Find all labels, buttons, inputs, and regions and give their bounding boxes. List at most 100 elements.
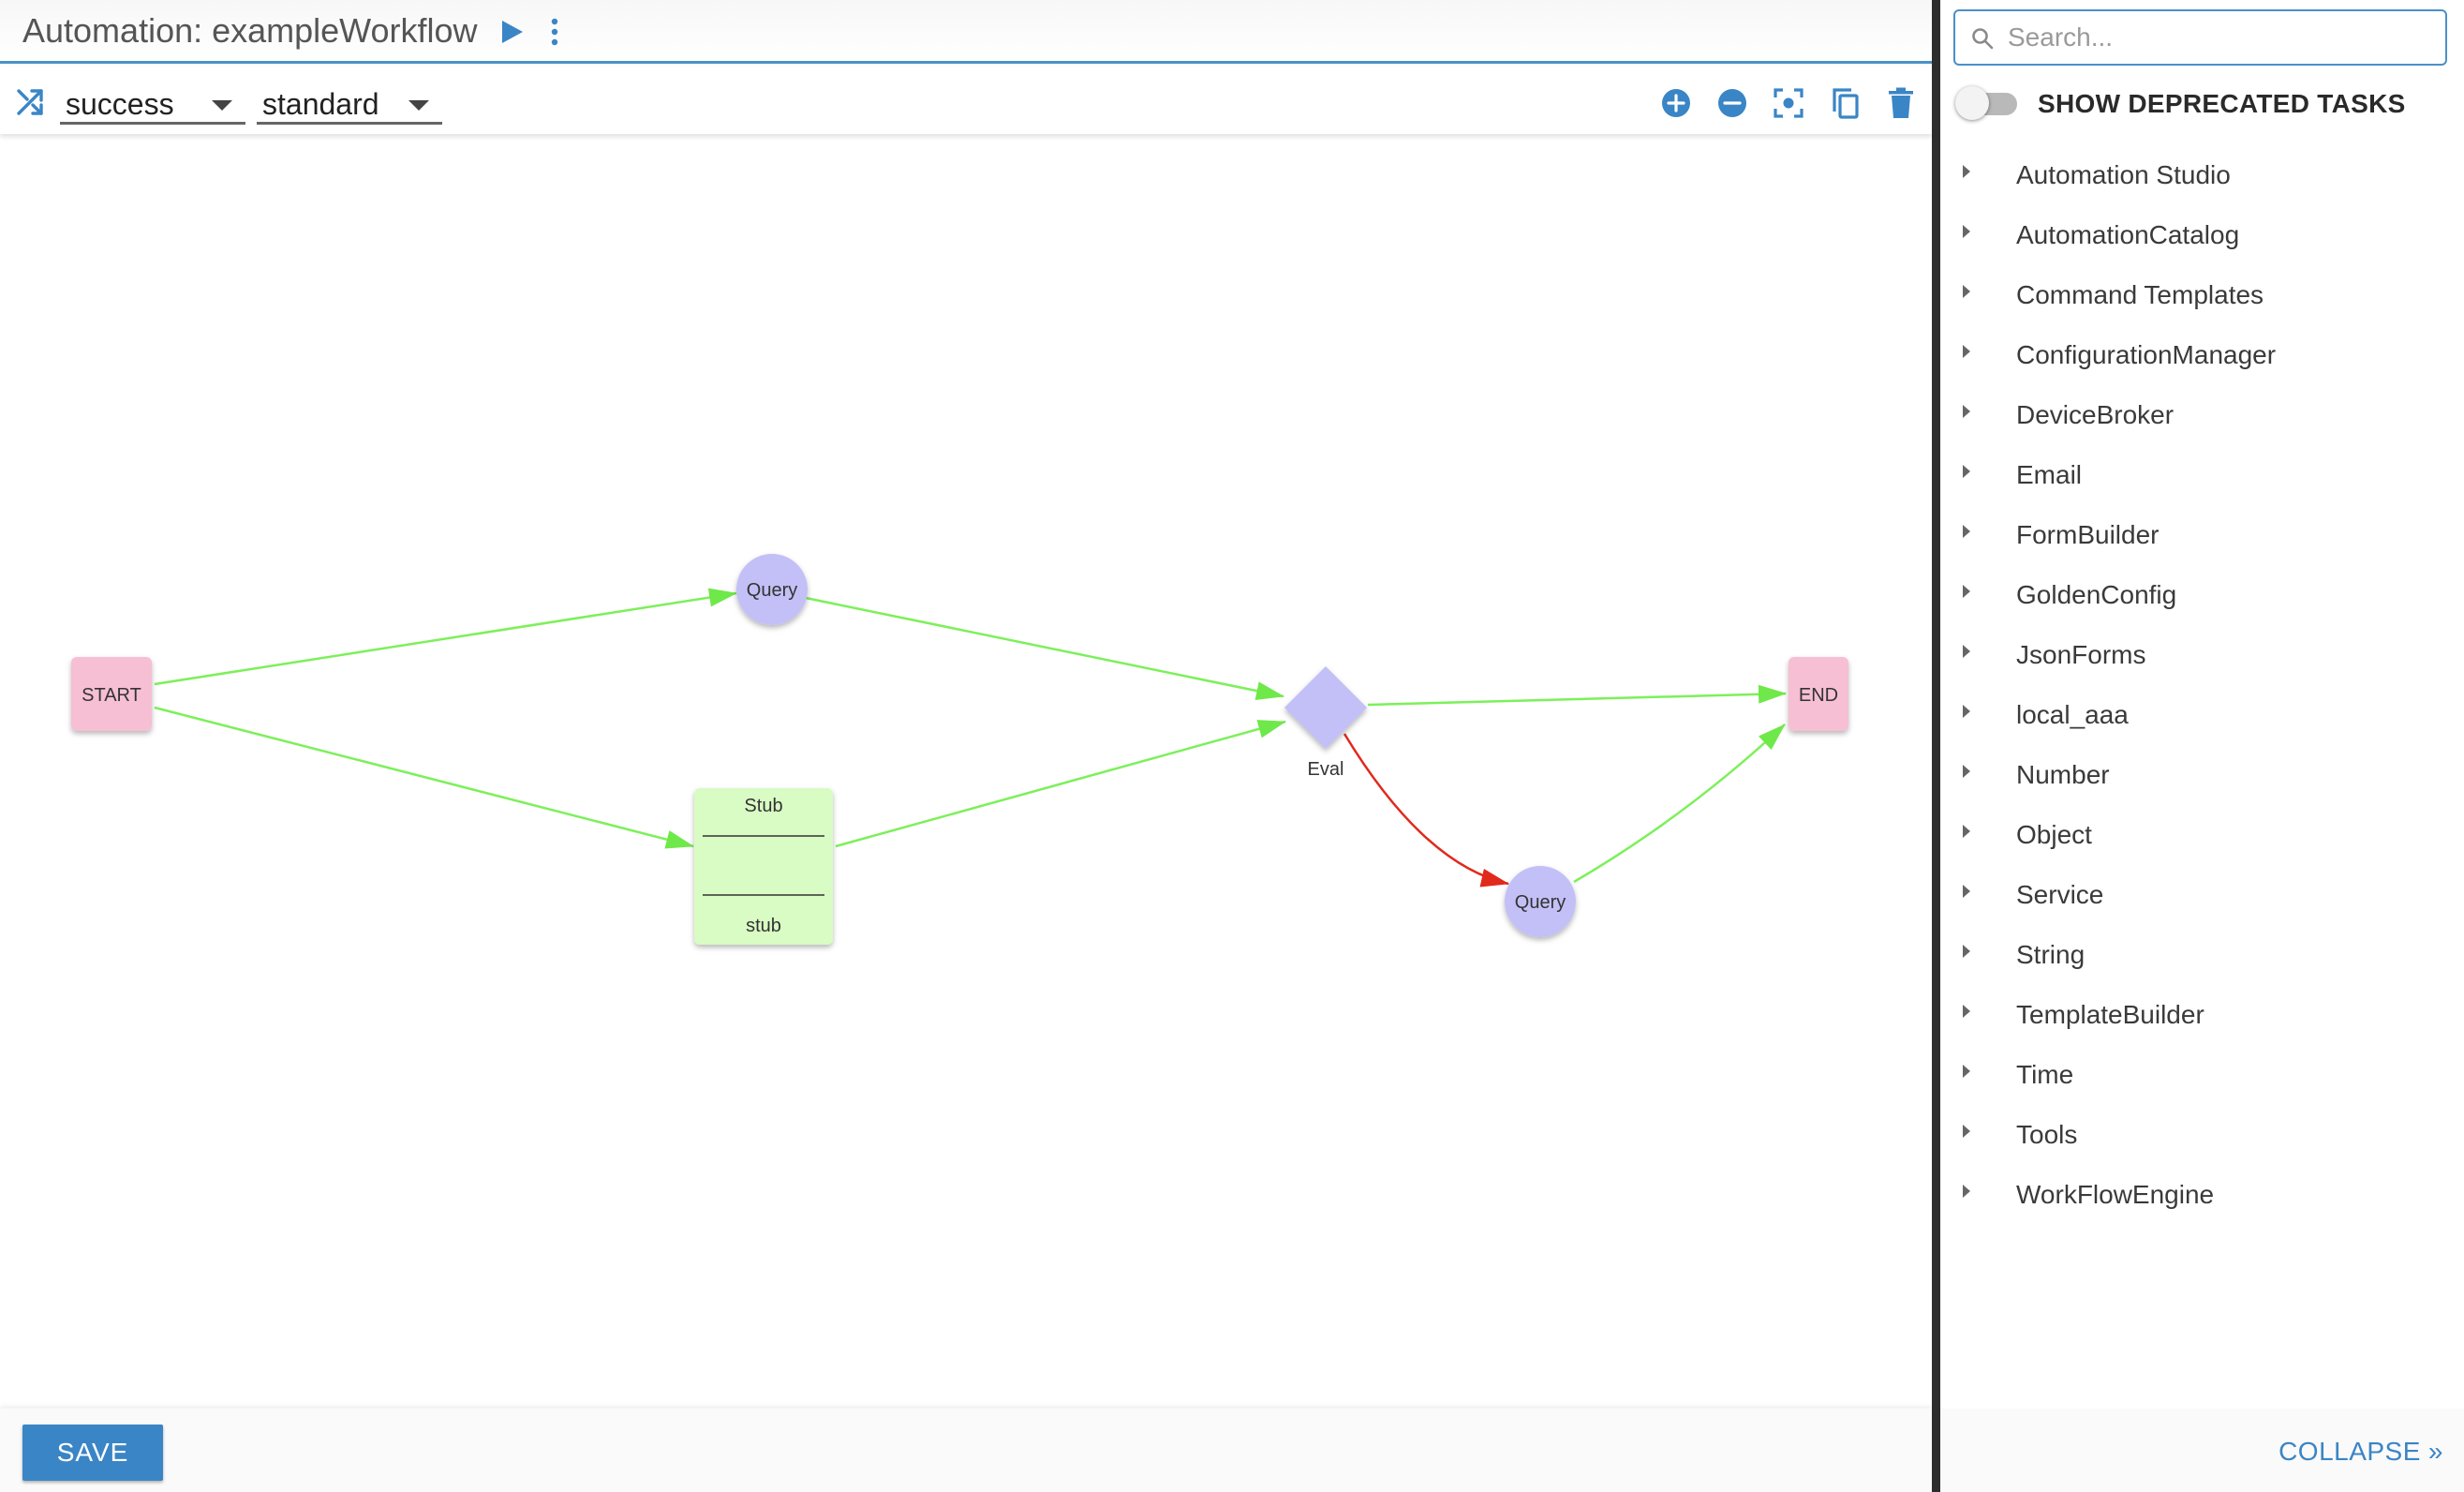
edge-stub-eval[interactable]: [835, 720, 1286, 848]
caret-right-icon: [1963, 585, 1970, 598]
category-object[interactable]: Object: [1940, 805, 2464, 865]
category-service[interactable]: Service: [1940, 865, 2464, 925]
caret-right-icon: [1963, 825, 1970, 838]
category-email[interactable]: Email: [1940, 445, 2464, 505]
category-label: Command Templates: [2016, 280, 2264, 309]
category-label: ConfigurationManager: [2016, 340, 2277, 369]
category-automation-catalog[interactable]: AutomationCatalog: [1940, 205, 2464, 265]
panel-divider[interactable]: [1932, 0, 1940, 1492]
edge-eval-end[interactable]: [1367, 684, 1787, 707]
workflow-canvas[interactable]: START Query Stub stub Eval Query EN: [0, 134, 1932, 1409]
footer-bar: SAVE: [0, 1409, 1932, 1492]
node-eval[interactable]: Eval: [1284, 666, 1367, 780]
shuffle-icon[interactable]: [15, 87, 45, 117]
category-label: Number: [2016, 760, 2110, 789]
canvas-toolbar: success standard: [0, 67, 1932, 134]
category-template-builder[interactable]: TemplateBuilder: [1940, 985, 2464, 1045]
workflow-editor: Automation: exampleWorkflow success stan…: [0, 0, 1932, 1492]
category-json-forms[interactable]: JsonForms: [1940, 625, 2464, 685]
deprecated-tasks-toggle[interactable]: [1955, 86, 2021, 120]
page-title: Automation: exampleWorkflow: [22, 11, 478, 50]
mode-select[interactable]: standard: [257, 76, 442, 125]
category-label: local_aaa: [2016, 700, 2129, 729]
edge-query1-eval[interactable]: [805, 596, 1284, 700]
task-palette: SHOW DEPRECATED TASKS Automation Studio …: [1940, 0, 2464, 1492]
category-local-aaa[interactable]: local_aaa: [1940, 685, 2464, 745]
caret-right-icon: [1963, 405, 1970, 418]
edge-start-stub[interactable]: [154, 706, 694, 849]
fit-screen-icon[interactable]: [1771, 85, 1806, 121]
category-string[interactable]: String: [1940, 925, 2464, 985]
category-label: Email: [2016, 460, 2083, 489]
node-eval-label: Eval: [1308, 759, 1344, 780]
caret-right-icon: [1963, 765, 1970, 778]
category-label: Object: [2016, 820, 2092, 849]
category-number[interactable]: Number: [1940, 745, 2464, 805]
category-label: FormBuilder: [2016, 520, 2160, 549]
collapse-button[interactable]: COLLAPSE»: [2278, 1437, 2443, 1467]
caret-right-icon: [1963, 1005, 1970, 1018]
collapse-label: COLLAPSE: [2278, 1437, 2421, 1466]
category-golden-config[interactable]: GoldenConfig: [1940, 565, 2464, 625]
node-stub-label: Stub: [744, 796, 782, 816]
caret-right-icon: [1963, 705, 1970, 718]
title-bar: Automation: exampleWorkflow: [0, 0, 1932, 64]
category-label: WorkFlowEngine: [2016, 1180, 2215, 1209]
category-device-broker[interactable]: DeviceBroker: [1940, 385, 2464, 445]
node-query-1-label: Query: [747, 580, 797, 601]
node-query-1[interactable]: Query: [736, 554, 808, 625]
category-command-templates[interactable]: Command Templates: [1940, 265, 2464, 325]
toggle-knob: [1955, 86, 1989, 120]
node-query-2[interactable]: Query: [1505, 866, 1576, 937]
category-label: Automation Studio: [2016, 160, 2231, 189]
category-automation-studio[interactable]: Automation Studio: [1940, 145, 2464, 205]
status-select-value: success: [66, 87, 174, 121]
node-query-2-label: Query: [1515, 892, 1566, 913]
category-label: TemplateBuilder: [2016, 1000, 2204, 1029]
caret-right-icon: [1963, 285, 1970, 298]
caret-right-icon: [1963, 345, 1970, 358]
zoom-in-icon[interactable]: [1658, 85, 1694, 121]
caret-right-icon: [1963, 165, 1970, 178]
caret-right-icon: [1963, 945, 1970, 958]
play-icon[interactable]: [497, 17, 527, 47]
node-stub-sublabel: stub: [746, 916, 781, 936]
edge-eval-query2[interactable]: [1343, 733, 1509, 888]
category-time[interactable]: Time: [1940, 1045, 2464, 1105]
category-label: Tools: [2016, 1120, 2078, 1149]
deprecated-tasks-label: SHOW DEPRECATED TASKS: [2038, 89, 2406, 118]
task-category-list: Automation Studio AutomationCatalog Comm…: [1940, 145, 2464, 1225]
search-input[interactable]: [2008, 19, 2429, 56]
caret-right-icon: [1963, 1185, 1970, 1198]
edge-start-query1[interactable]: [154, 588, 737, 686]
search-box: [1953, 9, 2447, 66]
edge-query2-end[interactable]: [1573, 724, 1786, 884]
category-form-builder[interactable]: FormBuilder: [1940, 505, 2464, 565]
category-label: Time: [2016, 1060, 2074, 1089]
chevron-down-icon: [212, 100, 232, 111]
more-options-icon[interactable]: [543, 15, 566, 49]
chevron-down-icon: [408, 100, 429, 111]
category-label: JsonForms: [2016, 640, 2146, 669]
double-chevron-right-icon: »: [2427, 1437, 2443, 1466]
caret-right-icon: [1963, 1125, 1970, 1138]
category-workflow-engine[interactable]: WorkFlowEngine: [1940, 1165, 2464, 1225]
caret-right-icon: [1963, 885, 1970, 898]
zoom-out-icon[interactable]: [1714, 85, 1750, 121]
save-button[interactable]: SAVE: [22, 1425, 163, 1481]
caret-right-icon: [1963, 525, 1970, 538]
node-end[interactable]: END: [1789, 657, 1848, 731]
status-select[interactable]: success: [60, 76, 245, 125]
delete-icon[interactable]: [1883, 85, 1919, 121]
category-label: GoldenConfig: [2016, 580, 2177, 609]
node-stub[interactable]: Stub stub: [694, 788, 833, 945]
category-configuration-manager[interactable]: ConfigurationManager: [1940, 325, 2464, 385]
caret-right-icon: [1963, 1065, 1970, 1078]
node-start[interactable]: START: [71, 657, 152, 731]
caret-right-icon: [1963, 465, 1970, 478]
node-end-label: END: [1799, 685, 1838, 706]
copy-icon[interactable]: [1827, 85, 1863, 121]
category-label: String: [2016, 940, 2085, 969]
caret-right-icon: [1963, 645, 1970, 658]
category-tools[interactable]: Tools: [1940, 1105, 2464, 1165]
